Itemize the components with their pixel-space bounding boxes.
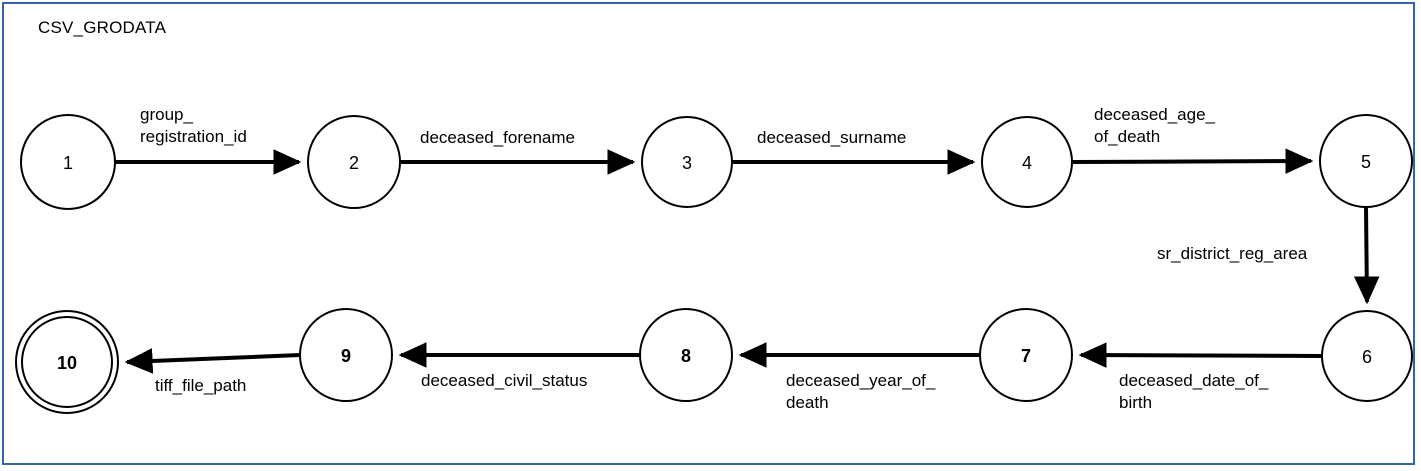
- state-label-4: 4: [1022, 153, 1032, 173]
- state-label-3: 3: [682, 153, 692, 173]
- transition-edge-4-to-5: [1071, 148, 1314, 174]
- state-node-6[interactable]: 6: [1321, 310, 1413, 402]
- page-title: CSV_GRODATA: [38, 18, 167, 37]
- state-node-9[interactable]: 9: [299, 308, 393, 402]
- transition-label-7-to-8: deceased_year_of_ death: [786, 371, 936, 413]
- state-label-5: 5: [1361, 152, 1371, 172]
- state-circle-9: [299, 308, 393, 402]
- state-node-8[interactable]: 8: [639, 308, 733, 402]
- transition-edge-9-to-10: [124, 348, 301, 374]
- transition-edge-5-to-6: [1353, 206, 1380, 305]
- state-circle-10: [21, 316, 113, 408]
- state-node-10[interactable]: 10: [15, 310, 119, 414]
- state-label-6: 6: [1362, 347, 1372, 367]
- state-circle-4: [981, 116, 1073, 208]
- state-node-4[interactable]: 4: [981, 116, 1073, 208]
- state-label-7: 7: [1021, 346, 1031, 366]
- state-label-1: 1: [63, 153, 73, 173]
- state-node-1[interactable]: 1: [20, 114, 116, 210]
- transition-label-8-to-9: deceased_civil_status: [421, 371, 588, 390]
- state-circle-6: [1321, 310, 1413, 402]
- transition-label-9-to-10: tiff_file_path: [155, 376, 247, 395]
- transition-label-6-to-7: deceased_date_of_ birth: [1119, 371, 1269, 413]
- nodes-layer: 1 2 3 4 5 6 7 8 9 10: [15, 114, 1413, 414]
- state-node-7[interactable]: 7: [979, 308, 1073, 402]
- state-label-2: 2: [349, 153, 359, 173]
- transition-label-1-to-2: group_ registration_id: [140, 105, 247, 147]
- transition-label-2-to-3: deceased_forename: [420, 128, 576, 147]
- transition-label-4-to-5: deceased_age_ of_death: [1094, 105, 1216, 147]
- edges-layer: [115, 148, 1380, 374]
- state-node-2[interactable]: 2: [307, 115, 401, 209]
- state-circle-8: [639, 308, 733, 402]
- transition-label-5-to-6: sr_district_reg_area: [1157, 244, 1308, 263]
- transition-edge-6-to-7: [1078, 342, 1323, 368]
- state-label-10: 10: [57, 353, 77, 373]
- state-circle-2: [307, 115, 401, 209]
- state-circle-1: [20, 114, 116, 210]
- state-circle-3: [641, 116, 733, 208]
- state-circle-5: [1319, 114, 1413, 208]
- state-label-8: 8: [681, 346, 691, 366]
- state-node-3[interactable]: 3: [641, 116, 733, 208]
- state-circle-7: [979, 308, 1073, 402]
- state-label-9: 9: [341, 346, 351, 366]
- transition-label-3-to-4: deceased_surname: [757, 128, 907, 147]
- state-node-5[interactable]: 5: [1319, 114, 1413, 208]
